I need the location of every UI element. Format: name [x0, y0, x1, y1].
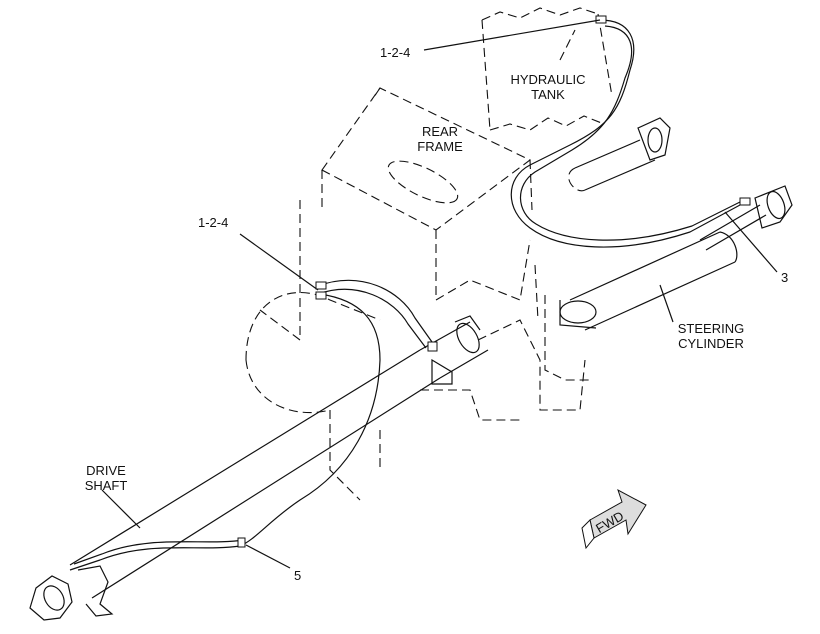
drive-shaft-label-line1: DRIVE [86, 463, 126, 478]
fwd-arrow: FWD [581, 488, 647, 550]
hydraulic-tank-label-line1: HYDRAULIC [510, 72, 586, 87]
steering-cylinder-label-line2: CYLINDER [678, 336, 744, 351]
callout-5: 5 [294, 568, 302, 583]
hydraulic-tank-label-line2: TANK [531, 87, 565, 102]
callout-leaders [101, 19, 778, 569]
rear-frame-label: REAR FRAME [410, 124, 470, 154]
drive-shaft-drawing [29, 315, 489, 621]
callout-3: 3 [781, 270, 789, 285]
upper-cylinder-drawing [568, 117, 671, 192]
steering-cylinder-label-line1: STEERING [677, 321, 745, 336]
callout-1-2-4-top: 1-2-4 [380, 45, 411, 60]
drive-shaft-label-line2: SHAFT [84, 478, 128, 493]
drive-shaft-label: DRIVE SHAFT [78, 463, 134, 493]
hydraulic-tank-outline [481, 7, 613, 131]
rear-frame-label-line2: FRAME [417, 139, 463, 154]
rear-frame-label-line1: REAR [421, 124, 459, 139]
steering-cylinder-drawing [559, 185, 793, 331]
rear-frame-outline [259, 87, 533, 341]
transmission-housing-outline [245, 264, 590, 501]
hose-lines [69, 19, 745, 571]
hydraulic-tank-label: HYDRAULIC TANK [498, 72, 598, 102]
hose-fittings [237, 15, 751, 548]
steering-cylinder-label: STEERING CYLINDER [666, 321, 756, 351]
callout-1-2-4-mid: 1-2-4 [198, 215, 229, 230]
